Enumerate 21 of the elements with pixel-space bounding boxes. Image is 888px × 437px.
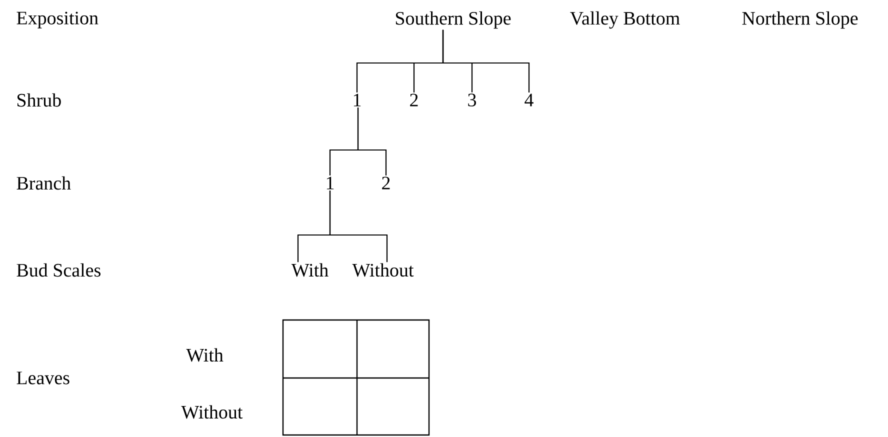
row-label: Bud Scales (16, 263, 100, 277)
category-label: Without (352, 263, 414, 277)
category-label: 1 (326, 176, 334, 190)
row-label: With (186, 348, 224, 362)
category-label: 3 (468, 94, 476, 106)
row-label: Exposition (16, 12, 98, 28)
exposition-heading: Northern Slope (742, 11, 858, 29)
bracket-connector (357, 107, 387, 176)
row-label: Without (181, 405, 243, 419)
bracket-connector (329, 190, 388, 262)
row-label: Leaves (16, 372, 70, 384)
category-label: 1 (354, 94, 361, 106)
row-label: Branch (16, 176, 71, 190)
category-label: 4 (524, 94, 534, 106)
category-label: 2 (410, 94, 418, 106)
category-label: 2 (382, 176, 390, 190)
bracket-connector (442, 30, 530, 93)
exposition-heading: Valley Bottom (570, 11, 680, 29)
exposition-heading: Southern Slope (396, 11, 511, 29)
category-label: With (291, 263, 328, 277)
row-label: Shrub (17, 93, 61, 107)
